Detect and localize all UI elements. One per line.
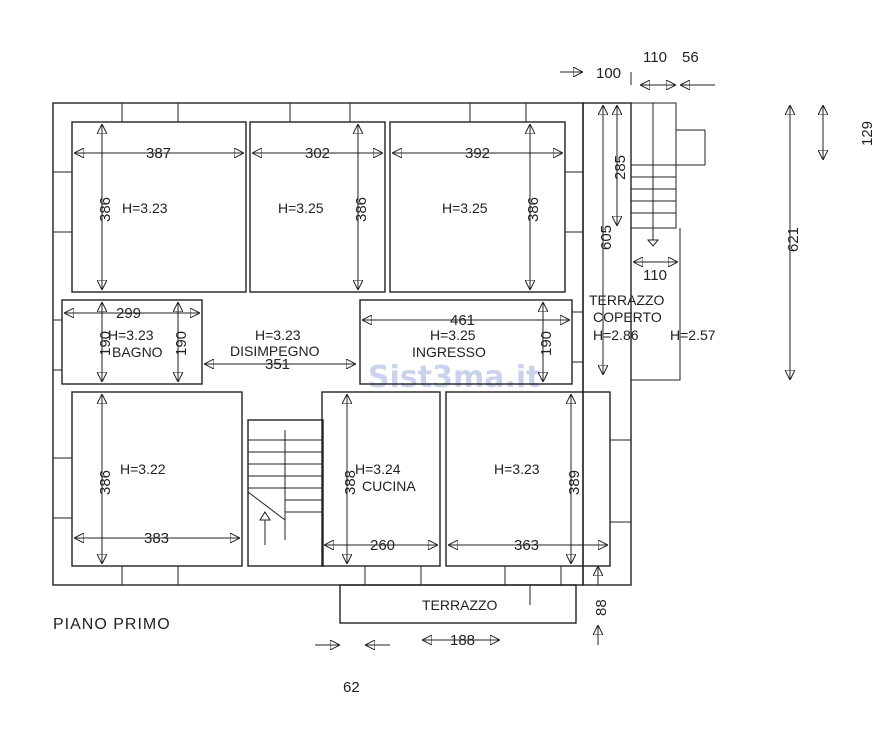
room-height-label: H=3.25 bbox=[442, 200, 488, 216]
room-height-label: H=3.25 bbox=[430, 327, 476, 343]
dimension-label: 302 bbox=[305, 145, 330, 162]
dimension-label: 110 bbox=[643, 49, 667, 66]
dimension-label: 88 bbox=[593, 599, 610, 616]
dimension-label: 386 bbox=[353, 197, 370, 222]
dimension-label: 299 bbox=[116, 305, 141, 322]
stairwell bbox=[247, 419, 324, 567]
dimension-label: 56 bbox=[682, 49, 699, 66]
dimension-label: 392 bbox=[465, 145, 490, 162]
dimension-label: 110 bbox=[643, 267, 667, 284]
dimension-label: 260 bbox=[370, 537, 395, 554]
dimension-lines bbox=[64, 72, 823, 645]
room-height-label: H=3.23 bbox=[255, 327, 301, 343]
room-name-label: INGRESSO bbox=[412, 344, 486, 360]
exterior-stair bbox=[630, 102, 706, 381]
dimension-label: 129 bbox=[859, 121, 876, 146]
terrazzo-south bbox=[339, 584, 577, 624]
watermark-text: Sist3ma.it bbox=[368, 360, 541, 395]
room-height-label: H=3.22 bbox=[120, 461, 166, 477]
dimension-label: 285 bbox=[612, 155, 629, 180]
stair-treads bbox=[247, 430, 323, 545]
room-name-label: TERRAZZO bbox=[422, 597, 498, 613]
dimension-label: 188 bbox=[450, 632, 475, 649]
room-height-label: H=3.23 bbox=[494, 461, 540, 477]
dimension-label: 62 bbox=[343, 679, 360, 696]
dimension-label: 605 bbox=[598, 225, 615, 250]
dimension-label: 389 bbox=[566, 470, 583, 495]
windows bbox=[52, 102, 632, 586]
room-height-label: H=2.86 bbox=[593, 327, 639, 343]
room-name-label: BAGNO bbox=[112, 344, 163, 360]
terrace-name-line2: COPERTO bbox=[593, 309, 662, 325]
dimension-label: 388 bbox=[342, 470, 359, 495]
dimension-label: 387 bbox=[146, 145, 171, 162]
room-height-label: H=2.57 bbox=[670, 327, 716, 343]
room-height-label: H=3.25 bbox=[278, 200, 324, 216]
dimension-label: 383 bbox=[144, 530, 169, 547]
dimension-label: 100 bbox=[596, 65, 621, 82]
dimension-label: 190 bbox=[538, 331, 555, 356]
dimension-label: 351 bbox=[265, 356, 290, 373]
dimension-label: 386 bbox=[97, 197, 114, 222]
dimension-label: 386 bbox=[97, 470, 114, 495]
room-height-label: H=3.24 bbox=[355, 461, 401, 477]
dimension-label: 363 bbox=[514, 537, 539, 554]
room-name-label: CUCINA bbox=[362, 478, 416, 494]
dimension-label: 190 bbox=[173, 331, 190, 356]
room-height-label: H=3.23 bbox=[108, 327, 154, 343]
dimension-label: 461 bbox=[450, 312, 475, 329]
dimension-label: 190 bbox=[97, 331, 114, 356]
dimension-label: 386 bbox=[525, 197, 542, 222]
dimension-label: 621 bbox=[785, 227, 802, 252]
terrace-name-line1: TERRAZZO bbox=[589, 292, 665, 308]
room-height-label: H=3.23 bbox=[122, 200, 168, 216]
room-name-label: DISIMPEGNO bbox=[230, 343, 320, 359]
floor-title: PIANO PRIMO bbox=[53, 616, 171, 633]
